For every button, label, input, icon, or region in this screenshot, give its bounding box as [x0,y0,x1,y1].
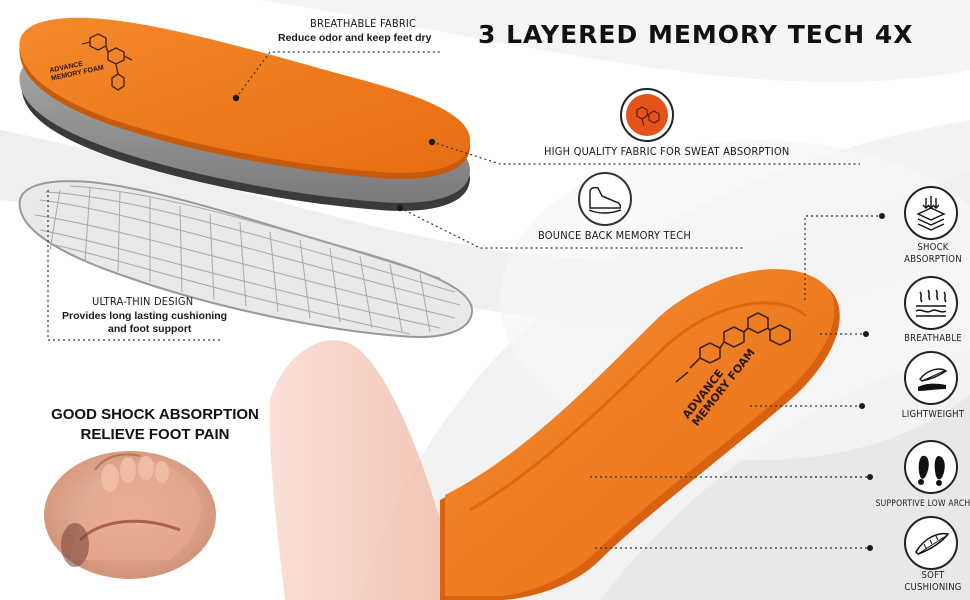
feature-breathable-line1: BREATHABLE [904,333,962,344]
leader-dots [232,94,885,551]
wavy-air-icon [904,276,958,330]
shoe-sole-icon [578,172,632,226]
feature-lightweight-line1: LIGHTWEIGHT [901,409,965,420]
feature-shock-line1: SHOCK [917,242,949,253]
footprints-icon [904,440,958,494]
layers-arrows-icon [904,186,958,240]
callout-ultrathin-line1: Provides long lasting cushioning [62,310,228,322]
callout-sweat-heading: HIGH QUALITY FABRIC FOR SWEAT ABSORPTION [544,145,790,158]
feature-label-soft: SOFT CUSHIONING [878,570,970,594]
feather-hand-icon [904,351,958,405]
shock-claim-line2: RELIEVE FOOT PAIN [80,426,230,443]
feature-label-arch: SUPPORTIVE LOW ARCH [868,498,970,510]
callout-bounce-heading: BOUNCE BACK MEMORY TECH [538,229,691,242]
shock-claim-line1: GOOD SHOCK ABSORPTION [51,406,259,423]
feature-label-shock: SHOCK ABSORPTION [878,242,970,266]
feature-soft-line2: CUSHIONING [904,582,962,593]
sweat-absorption-icon [620,88,674,142]
callout-breathable-text: Reduce odor and keep feet dry [278,32,432,44]
infographic-title: 3 LAYERED MEMORY TECH 4X [478,20,914,49]
callout-breathable-heading: BREATHABLE FABRIC [310,17,417,30]
orange-insole-illustration [440,269,840,600]
pink-film-layer [269,340,470,600]
callout-ultrathin-line2: and foot support [108,323,192,335]
layered-insole-illustration [19,17,471,211]
leader-lines [47,51,882,549]
feature-label-lightweight: LIGHTWEIGHT [878,409,970,421]
mesh-insole-illustration [18,180,474,338]
feather-icon [904,516,958,570]
feature-soft-line1: SOFT [921,570,945,581]
shock-claim: GOOD SHOCK ABSORPTION RELIEVE FOOT PAIN [40,405,270,445]
feature-shock-line2: ABSORPTION [904,254,962,265]
feature-label-breathable: BREATHABLE [878,333,970,345]
callout-ultrathin-heading: ULTRA-THIN DESIGN [92,295,194,308]
foot-massage-photo [38,445,222,585]
feature-arch-line1: SUPPORTIVE LOW ARCH [875,499,970,509]
